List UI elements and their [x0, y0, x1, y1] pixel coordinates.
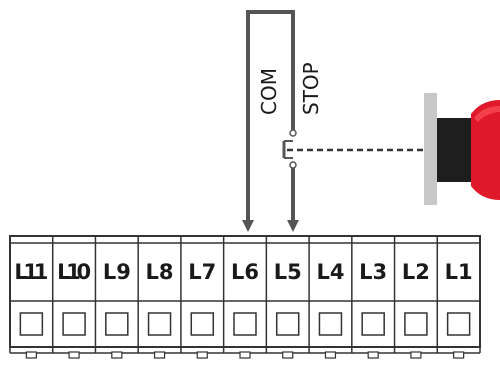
terminal-l8: L8	[137, 236, 174, 359]
terminal-clip	[239, 351, 251, 359]
terminal-l4: L4	[308, 236, 344, 359]
com-label: COM	[257, 68, 281, 115]
terminal-label: L7	[188, 260, 216, 284]
terminal-label: L1	[445, 260, 473, 284]
button-body	[437, 118, 477, 182]
terminal-screw-slot	[404, 312, 428, 336]
terminal-screw-slot	[318, 312, 343, 336]
terminal-l6: L6	[222, 236, 259, 359]
button-housing	[424, 93, 437, 205]
terminal-label: L4	[316, 260, 344, 284]
stop-arrowhead	[287, 220, 299, 232]
terminal-l11: L11	[14, 260, 48, 359]
terminal-label: L2	[402, 260, 430, 284]
terminal-label: L6	[231, 260, 259, 284]
terminal-screw-slot	[275, 312, 300, 336]
terminal-clip	[153, 351, 166, 359]
terminal-clip	[367, 351, 379, 359]
terminal-l3: L3	[351, 236, 387, 359]
terminal-l1: L1	[436, 236, 473, 359]
terminal-l9: L9	[94, 236, 131, 359]
terminal-l2: L2	[393, 236, 430, 359]
terminal-screw-slot	[105, 312, 129, 336]
terminal-clip	[111, 351, 123, 359]
emergency-stop-button	[424, 93, 500, 205]
terminal-label: L8	[146, 260, 174, 284]
com-wire	[246, 10, 295, 226]
com-arrowhead	[242, 220, 254, 232]
terminal-screw-slot	[147, 312, 172, 336]
terminal-clip	[68, 351, 80, 359]
terminal-label: L3	[359, 260, 387, 284]
button-cap	[471, 100, 500, 200]
terminal-l5: L5	[265, 236, 302, 359]
terminal-block: L11 L10 L9 L8 L7 L6 L5 L4 L3 L2 L1	[9, 235, 481, 359]
contact-terminal-bottom	[289, 161, 297, 169]
terminal-clip	[196, 351, 208, 359]
terminal-screw-slot	[361, 312, 385, 336]
terminal-screw-slot	[19, 312, 44, 336]
terminal-screw-slot	[190, 312, 215, 336]
terminal-screw-slot	[233, 312, 257, 336]
stop-label: STOP	[299, 62, 323, 115]
terminal-clip	[453, 351, 465, 359]
wire-loop	[242, 10, 299, 232]
terminal-clip	[25, 351, 37, 359]
terminal-l10: L10	[51, 236, 91, 359]
terminal-clip	[282, 351, 294, 359]
terminal-screw-slot	[62, 312, 86, 336]
nc-contact-symbol	[282, 129, 424, 169]
terminal-label: L10	[57, 260, 91, 284]
terminal-label: L9	[103, 260, 131, 284]
terminal-clip	[324, 351, 337, 359]
terminal-label: L11	[14, 260, 48, 284]
terminal-label: L5	[274, 260, 302, 284]
contact-terminal-top	[289, 129, 297, 137]
terminal-l7: L7	[180, 236, 216, 359]
terminal-clip	[410, 351, 422, 359]
terminal-screw-slot	[446, 312, 471, 336]
